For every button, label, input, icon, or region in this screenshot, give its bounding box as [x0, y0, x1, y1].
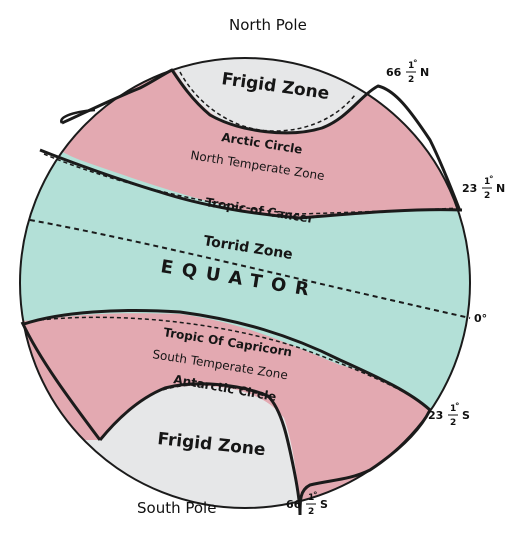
- equator-line: [29, 219, 471, 319]
- globe-outline: [19, 57, 471, 509]
- tropic-of-cancer-line: [39, 148, 463, 220]
- svg-text:S: S: [462, 409, 470, 422]
- north-pole-label: North Pole: [229, 16, 307, 34]
- south-right-boundary: [298, 409, 432, 516]
- svg-text:2: 2: [408, 75, 414, 85]
- arctic-circle-dashed: [179, 71, 356, 132]
- svg-text:1: 1: [450, 404, 456, 414]
- tropic-of-cancer-dashed: [43, 153, 461, 215]
- svg-text:2: 2: [484, 191, 490, 201]
- svg-text:23: 23: [462, 182, 477, 195]
- svg-text:23: 23: [428, 409, 443, 422]
- lat-66-s: 66 1 ° 2 S: [286, 491, 328, 517]
- tropic-of-capricorn-dashed: [39, 316, 421, 403]
- svg-text:°: °: [455, 402, 460, 412]
- lat-23-s: 23 1 ° 2 S: [428, 402, 470, 428]
- antarctic-circle-dashed: [149, 384, 271, 399]
- svg-text:°: °: [313, 491, 318, 501]
- svg-text:°: °: [489, 175, 494, 185]
- tropic-of-capricorn-line: [23, 309, 432, 412]
- antarctic-circle-line: [98, 382, 302, 516]
- svg-text:N: N: [496, 182, 505, 195]
- svg-text:2: 2: [308, 507, 314, 517]
- north-frigid-zone: [20, 58, 470, 134]
- svg-text:S: S: [320, 498, 328, 511]
- svg-text:°: °: [413, 59, 418, 69]
- north-left-wiggle: [59, 108, 96, 124]
- south-pole-label: South Pole: [137, 499, 216, 517]
- svg-text:1: 1: [484, 177, 490, 187]
- svg-text:1: 1: [308, 493, 314, 503]
- svg-text:N: N: [420, 66, 429, 79]
- arctic-circle-line: [61, 68, 462, 212]
- svg-text:66: 66: [286, 498, 302, 511]
- svg-text:66: 66: [386, 66, 402, 79]
- lat-0: 0°: [474, 312, 487, 325]
- svg-text:1: 1: [408, 61, 414, 71]
- svg-text:2: 2: [450, 418, 456, 428]
- lat-66-n: 66 1 ° 2 N: [386, 59, 429, 85]
- south-left-boundary: [20, 321, 102, 441]
- lat-23-n: 23 1 ° 2 N: [462, 175, 505, 201]
